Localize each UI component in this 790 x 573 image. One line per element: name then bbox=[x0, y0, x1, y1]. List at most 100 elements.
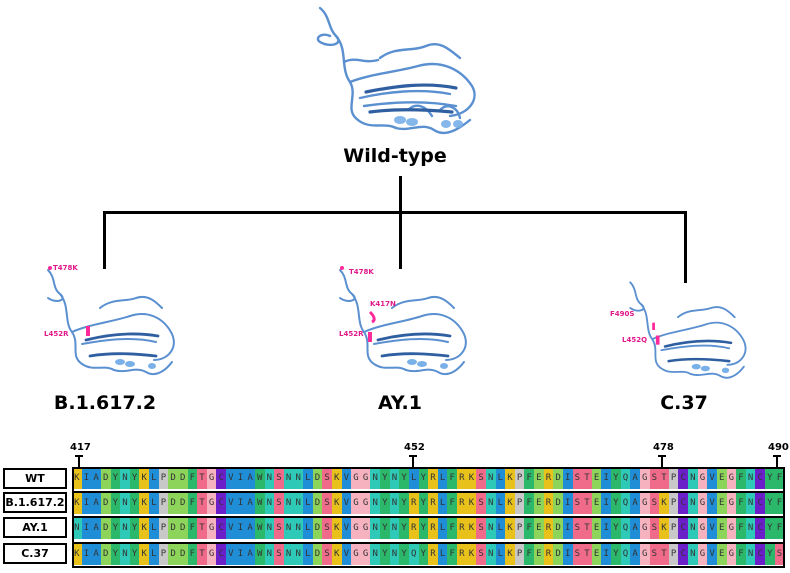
residue: K bbox=[466, 493, 477, 514]
residue: D bbox=[553, 518, 563, 539]
residue: A bbox=[630, 468, 640, 489]
residue: I bbox=[601, 518, 611, 539]
residue: G bbox=[639, 468, 650, 489]
residue: I bbox=[235, 493, 246, 514]
residue: K bbox=[466, 544, 477, 565]
residue: W bbox=[254, 544, 265, 565]
tree-drop-left bbox=[103, 211, 106, 269]
residue: N bbox=[283, 518, 294, 539]
residue: Y bbox=[380, 518, 390, 539]
residue: D bbox=[312, 468, 323, 489]
residue: V bbox=[341, 518, 352, 539]
residue: N bbox=[120, 468, 130, 489]
row-separator bbox=[72, 542, 785, 544]
alignment-row-label: C.37 bbox=[3, 543, 67, 564]
residue: G bbox=[206, 468, 217, 489]
residue: S bbox=[476, 468, 486, 489]
wild-type-structure bbox=[316, 6, 476, 135]
residue: S bbox=[322, 468, 332, 489]
residue: G bbox=[697, 493, 708, 514]
residue: G bbox=[351, 493, 361, 514]
residue: N bbox=[293, 468, 303, 489]
tree-drop-right bbox=[684, 211, 687, 283]
residue: L bbox=[303, 468, 313, 489]
residue: F bbox=[736, 518, 746, 539]
residue: G bbox=[697, 544, 708, 565]
residue: D bbox=[100, 493, 111, 514]
tree-branch bbox=[103, 211, 687, 214]
residue: D bbox=[177, 468, 188, 489]
residue: R bbox=[408, 493, 419, 514]
residue: T bbox=[582, 518, 592, 539]
residue: P bbox=[158, 518, 169, 539]
residue: I bbox=[601, 493, 611, 514]
row-separator bbox=[72, 491, 785, 493]
residue: F bbox=[774, 468, 785, 489]
residue: G bbox=[360, 544, 371, 565]
variant-title: C.37 bbox=[660, 392, 708, 414]
residue: F bbox=[187, 493, 198, 514]
residue: G bbox=[726, 544, 737, 565]
residue: D bbox=[100, 544, 111, 565]
residue: I bbox=[81, 493, 92, 514]
residue: D bbox=[553, 544, 563, 565]
residue: G bbox=[726, 518, 737, 539]
residue: T bbox=[582, 468, 592, 489]
residue: V bbox=[707, 518, 717, 539]
residue: S bbox=[572, 493, 583, 514]
residue: Y bbox=[129, 493, 140, 514]
residue: K bbox=[659, 493, 669, 514]
residue: A bbox=[245, 544, 255, 565]
residue: E bbox=[591, 468, 602, 489]
residue: Y bbox=[418, 468, 429, 489]
residue: N bbox=[745, 544, 756, 565]
mutation-label: T478K bbox=[349, 268, 374, 276]
residue: N bbox=[688, 468, 698, 489]
residue: W bbox=[254, 493, 265, 514]
residue: P bbox=[514, 468, 525, 489]
residue: F bbox=[524, 518, 534, 539]
residue: Y bbox=[418, 493, 429, 514]
residue: L bbox=[495, 544, 506, 565]
residue: G bbox=[360, 493, 371, 514]
residue: K bbox=[331, 493, 342, 514]
residue: N bbox=[485, 468, 496, 489]
residue: F bbox=[187, 518, 198, 539]
residue: N bbox=[72, 518, 82, 539]
residue: E bbox=[534, 518, 544, 539]
residue: Q bbox=[620, 493, 631, 514]
residue: Y bbox=[611, 518, 621, 539]
alignment-row-label: B.1.617.2 bbox=[3, 492, 67, 513]
residue: G bbox=[351, 518, 361, 539]
residue: Y bbox=[765, 493, 775, 514]
residue: I bbox=[562, 544, 573, 565]
residue: R bbox=[543, 518, 554, 539]
residue: F bbox=[524, 493, 534, 514]
residue: N bbox=[370, 493, 380, 514]
residue: F bbox=[447, 468, 457, 489]
residue: P bbox=[514, 493, 525, 514]
residue: V bbox=[341, 544, 352, 565]
residue: Y bbox=[129, 544, 140, 565]
residue: F bbox=[447, 493, 457, 514]
residue: C bbox=[216, 493, 226, 514]
residue: G bbox=[206, 518, 217, 539]
residue: T bbox=[197, 518, 207, 539]
residue: N bbox=[264, 493, 275, 514]
residue: D bbox=[168, 493, 178, 514]
residue: I bbox=[562, 518, 573, 539]
residue: D bbox=[168, 544, 178, 565]
residue: S bbox=[274, 493, 284, 514]
residue: C bbox=[755, 468, 765, 489]
residue: Q bbox=[620, 518, 631, 539]
row-separator bbox=[72, 516, 785, 518]
residue: Y bbox=[110, 544, 121, 565]
residue: K bbox=[466, 518, 477, 539]
residue: N bbox=[370, 468, 380, 489]
residue: Y bbox=[380, 493, 390, 514]
residue: Y bbox=[110, 493, 121, 514]
residue: F bbox=[736, 493, 746, 514]
residue: K bbox=[72, 468, 82, 489]
residue: Y bbox=[399, 493, 409, 514]
